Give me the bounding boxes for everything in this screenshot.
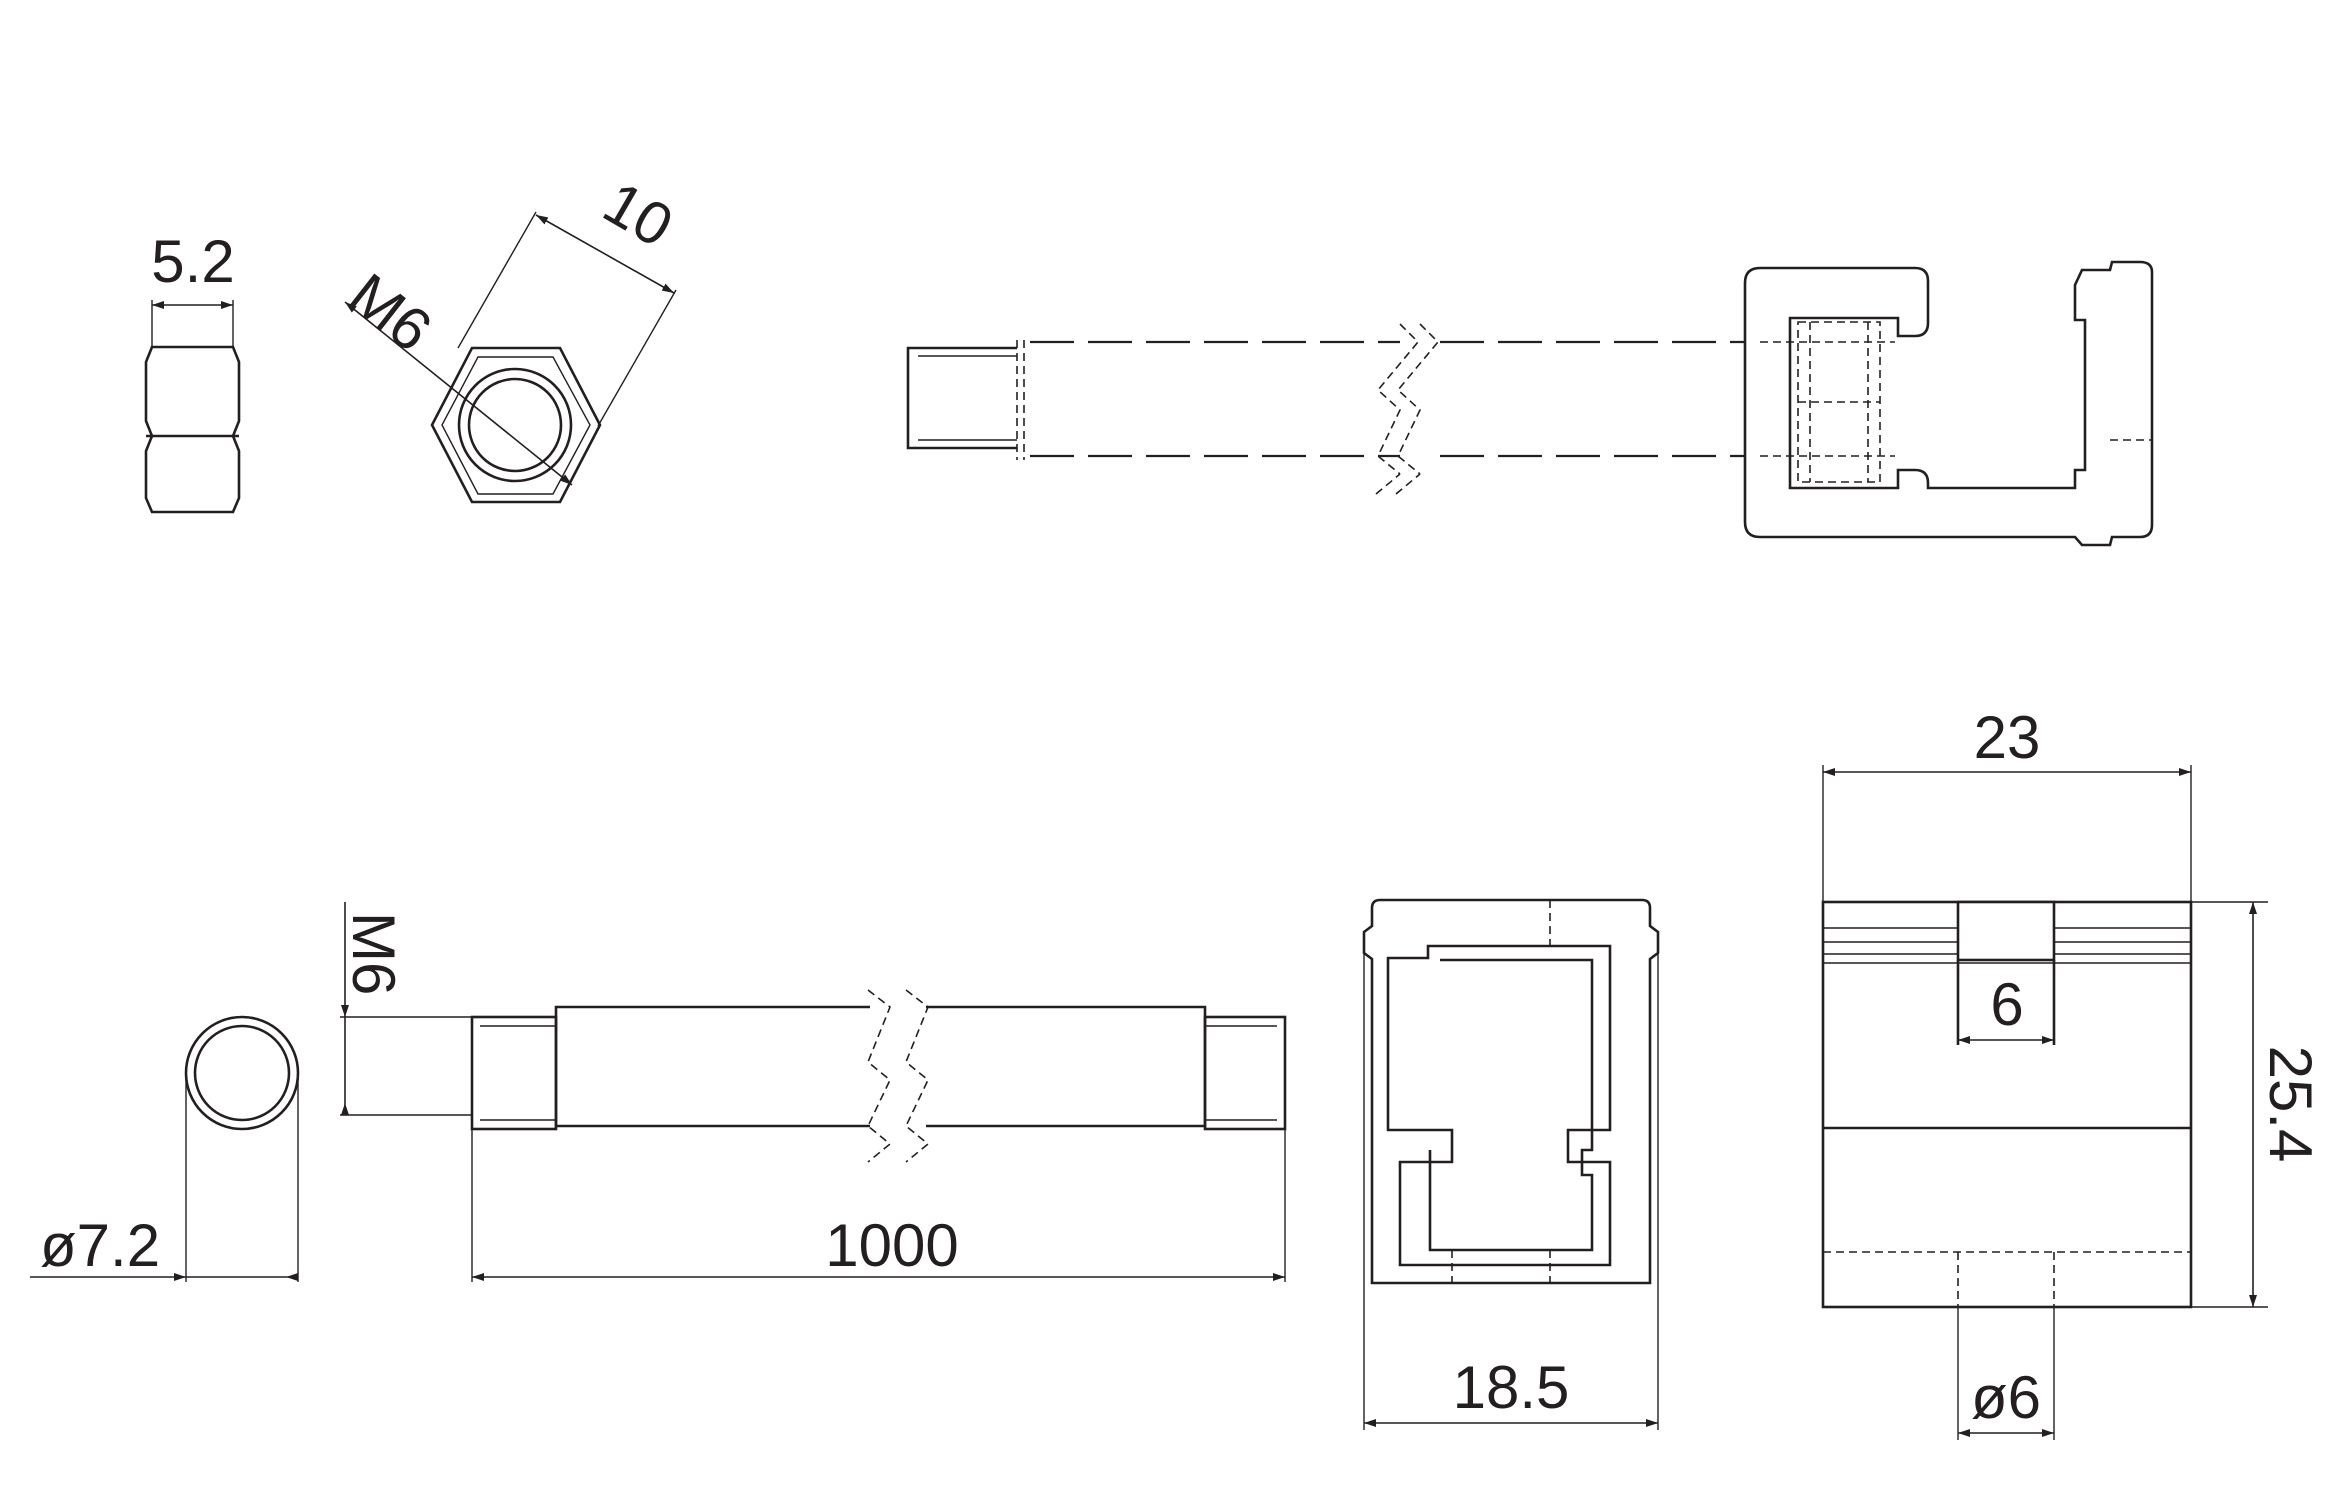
block-side-view xyxy=(1821,765,2268,1440)
block-length-label: 23 xyxy=(1974,704,2041,771)
rod-length-label: 1000 xyxy=(825,1212,958,1279)
hole-diameter-label: ø6 xyxy=(1971,1364,2041,1431)
nut-side-view xyxy=(144,300,241,514)
nut-thread-label: M6 xyxy=(337,260,444,364)
rod-end-view xyxy=(30,1015,300,1282)
rod-thread-label: M6 xyxy=(340,912,407,995)
block-width-label: 18.5 xyxy=(1453,1354,1570,1421)
slot-width-label: 6 xyxy=(1990,971,2023,1038)
block-height-label: 25.4 xyxy=(2257,1046,2324,1163)
block-end-view xyxy=(1362,898,1660,1430)
nut-thickness-label: 5.2 xyxy=(151,228,234,295)
rod-side-view xyxy=(340,902,1287,1282)
rod-diameter-label: ø7.2 xyxy=(40,1212,160,1279)
nut-across-flats-label: 10 xyxy=(593,169,684,260)
assembly-top-view xyxy=(906,260,2154,547)
nut-front-view xyxy=(344,211,677,504)
